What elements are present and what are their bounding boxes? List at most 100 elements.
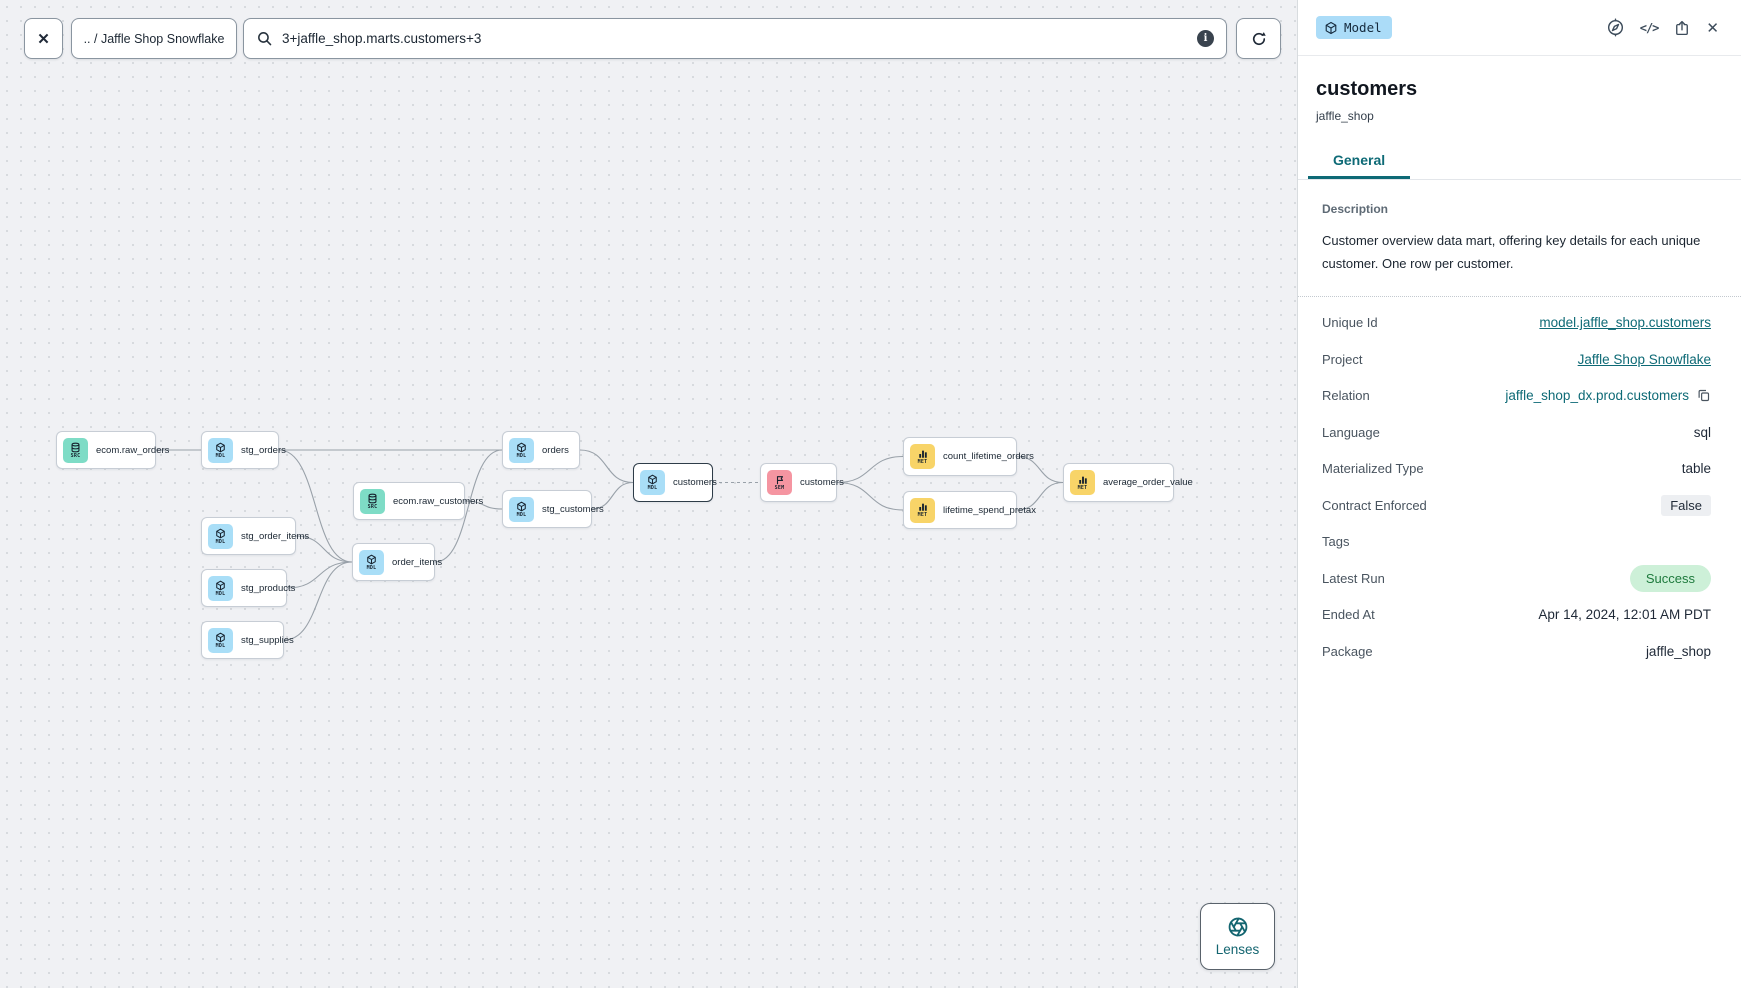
node-order_items[interactable]: MDL order_items <box>352 543 442 581</box>
lenses-button[interactable]: Lenses <box>1200 903 1275 970</box>
field-value-latest-run: Success <box>1629 564 1711 592</box>
node-label: customers <box>800 477 844 488</box>
explore-compass-icon[interactable] <box>1606 18 1625 37</box>
field-row-unique-id: Unique Id model.jaffle_shop.customers <box>1322 305 1711 342</box>
node-type-badge: MDL <box>215 590 226 597</box>
field-label: Relation <box>1322 388 1370 404</box>
source-icon: SRC <box>63 437 88 463</box>
edge-stg_supplies-to-order_items <box>283 561 353 641</box>
metric-icon: MET <box>910 444 935 469</box>
tab-general[interactable]: General <box>1308 143 1411 179</box>
node-stg_supplies[interactable]: MDL stg_supplies <box>201 621 294 659</box>
panel-header: Model </> ✕ <box>1298 0 1741 56</box>
aperture-icon <box>1227 916 1249 938</box>
field-value-project[interactable]: Jaffle Shop Snowflake <box>1577 351 1711 367</box>
description-section: Description Customer overview data mart,… <box>1298 180 1741 297</box>
field-value-ended-at: Apr 14, 2024, 12:01 AM PDT <box>1538 607 1711 623</box>
close-icon: ✕ <box>37 30 50 48</box>
node-raw_customers[interactable]: SRC ecom.raw_customers <box>353 482 483 520</box>
node-type-badge: SRC <box>367 503 378 510</box>
edges-svg <box>156 449 1064 641</box>
field-row-tags: Tags <box>1322 524 1711 561</box>
field-label: Language <box>1322 424 1380 440</box>
node-stg_products[interactable]: MDL stg_products <box>201 569 295 607</box>
edge-raw_customers-to-stg_customers <box>464 500 503 510</box>
node-type-badge: MDL <box>215 538 226 545</box>
search-input[interactable] <box>282 31 1188 46</box>
node-type-badge: MDL <box>516 452 527 459</box>
panel-title-block: customers jaffle_shop <box>1298 56 1741 123</box>
search-icon <box>256 30 273 47</box>
field-label: Project <box>1322 351 1363 367</box>
close-panel-icon[interactable]: ✕ <box>1706 19 1719 37</box>
edge-orders-to-customers_model <box>579 449 634 484</box>
field-label: Tags <box>1322 534 1350 550</box>
lineage-search: i <box>243 18 1227 59</box>
info-icon[interactable]: i <box>1197 30 1214 47</box>
model-icon: MDL <box>208 437 233 463</box>
node-type-badge: MDL <box>647 485 658 491</box>
breadcrumb[interactable]: .. / Jaffle Shop Snowflake <box>71 18 237 59</box>
close-lineage-button[interactable]: ✕ <box>24 18 63 59</box>
node-label: stg_order_items <box>241 530 310 542</box>
field-value-relation[interactable]: jaffle_shop_dx.prod.customers <box>1505 388 1689 404</box>
code-icon[interactable]: </> <box>1639 20 1660 35</box>
edge-order_items-to-orders <box>434 449 503 563</box>
edge-stg_customers-to-customers_model <box>591 481 634 510</box>
field-label: Contract Enforced <box>1322 497 1427 513</box>
metric-icon: MET <box>1070 470 1095 495</box>
node-type-badge: MET <box>1077 484 1088 491</box>
field-value-contract-enforced: False <box>1661 494 1711 516</box>
node-type-badge: MDL <box>215 642 226 649</box>
edge-lifetime_spend-to-avg_order_value <box>1016 481 1064 511</box>
lineage-canvas[interactable]: ✕ .. / Jaffle Shop Snowflake i <box>0 0 1297 988</box>
node-label: stg_products <box>241 582 296 594</box>
node-label: stg_supplies <box>241 634 294 646</box>
field-row-contract-enforced: Contract Enforced False <box>1322 487 1711 524</box>
model-icon: MDL <box>509 496 534 522</box>
model-icon: MDL <box>509 437 534 463</box>
model-icon: MDL <box>359 549 384 575</box>
edge-customers_sem-to-count_lifetime <box>836 455 904 484</box>
node-label: customers <box>673 477 717 488</box>
resource-type-badge: Model <box>1316 16 1392 39</box>
refresh-icon <box>1250 30 1268 48</box>
field-row-project: Project Jaffle Shop Snowflake <box>1322 341 1711 378</box>
node-type-badge: MET <box>917 512 928 518</box>
node-type-badge: MET <box>917 458 928 465</box>
share-icon[interactable] <box>1673 19 1691 37</box>
field-value-unique-id[interactable]: model.jaffle_shop.customers <box>1539 315 1711 331</box>
edge-stg_orders-to-order_items <box>278 449 353 563</box>
package-subtitle: jaffle_shop <box>1316 109 1374 123</box>
node-stg_order_items[interactable]: MDL stg_order_items <box>201 517 309 555</box>
copy-icon[interactable] <box>1696 388 1711 403</box>
node-count_lifetime[interactable]: MET count_lifetime_orders <box>903 437 1034 476</box>
node-label: count_lifetime_orders <box>943 451 1034 462</box>
metric-icon: MET <box>910 497 935 523</box>
panel-actions: </> ✕ <box>1606 18 1719 37</box>
node-type-badge: SRC <box>70 452 81 459</box>
field-value-materialized-type: table <box>1681 461 1711 477</box>
field-label: Unique Id <box>1322 315 1378 331</box>
node-customers_sem[interactable]: SEM customers <box>760 463 844 502</box>
refresh-button[interactable] <box>1236 18 1281 59</box>
node-label: order_items <box>392 556 443 568</box>
model-icon: MDL <box>208 523 233 549</box>
resource-type-label: Model <box>1344 20 1382 35</box>
node-label: ecom.raw_customers <box>393 495 484 507</box>
semantic-model-icon: SEM <box>767 470 792 495</box>
node-customers_model[interactable]: MDL customers <box>633 463 717 502</box>
